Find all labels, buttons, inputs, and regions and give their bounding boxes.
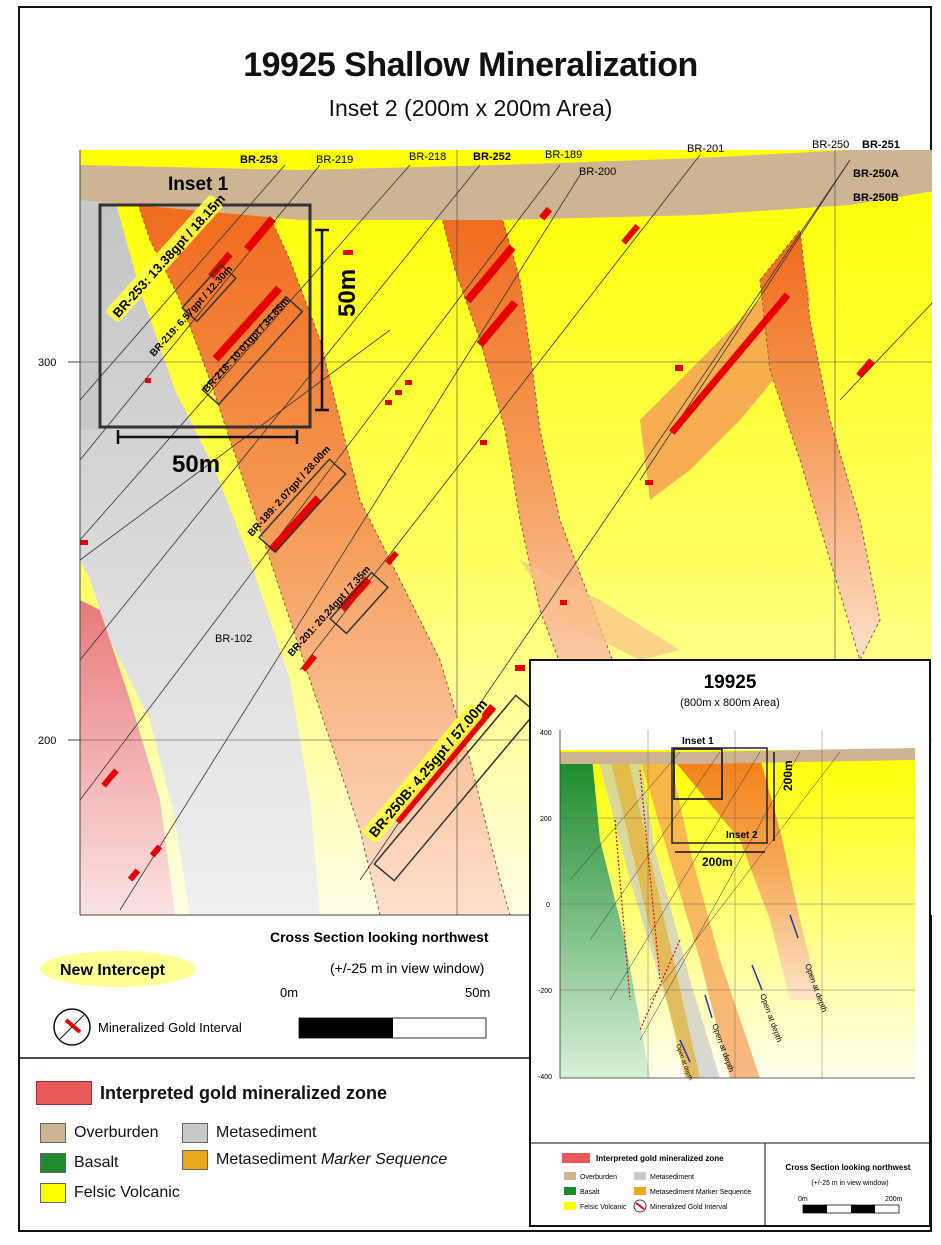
legend-overburden-swatch	[40, 1123, 66, 1143]
hole-label-br253: BR-253	[240, 154, 278, 166]
intercept-box-br189	[257, 458, 347, 554]
legend-basalt: Basalt	[40, 1153, 118, 1173]
scale-vertical-label: 50m	[334, 269, 361, 317]
legend-metasediment: Metasediment	[182, 1123, 317, 1143]
intercept-box-br201	[329, 571, 389, 635]
legend-felsic-swatch	[40, 1183, 66, 1203]
legend-metasediment-swatch	[182, 1123, 208, 1143]
new-intercept-highlight	[40, 951, 196, 987]
hole-label-br251: BR-251	[862, 139, 900, 151]
hole-label-br250: BR-250	[812, 139, 849, 151]
scale-bar-black-segment	[299, 1018, 393, 1038]
intercept-box-br219	[181, 263, 237, 323]
hole-label-br200: BR-200	[579, 166, 616, 178]
scale-horizontal-label: 50m	[172, 451, 220, 478]
hole-label-br250b: BR-250B	[853, 192, 899, 204]
overburden-layer	[80, 150, 932, 220]
new-intercept-label: New Intercept	[60, 962, 166, 979]
orange-light-band	[520, 560, 680, 660]
figure-title: 19925 Shallow Mineralization	[243, 46, 698, 84]
figure-subtitle: Inset 2 (200m x 200m Area)	[328, 95, 613, 121]
hole-label-br102: BR-102	[215, 633, 252, 645]
scale-bar-end: 50m	[465, 985, 490, 1000]
hole-label-br218: BR-218	[409, 151, 446, 163]
hole-label-br201: BR-201	[687, 143, 724, 155]
legend-zone: Interpreted gold mineralized zone	[36, 1081, 387, 1105]
cross-section-window: (+/-25 m in view window)	[330, 960, 484, 976]
depth-label-300: 300	[38, 357, 56, 369]
legend-basalt-swatch	[40, 1153, 66, 1173]
legend-marker: Metasediment Marker Sequence	[182, 1150, 447, 1170]
legend-marker-swatch	[182, 1150, 208, 1170]
mineralized-interval-label: Mineralized Gold Interval	[98, 1020, 242, 1035]
hole-label-br252: BR-252	[473, 151, 511, 163]
orange-mineral-band-4	[759, 228, 881, 662]
intercept-box-br250b	[373, 694, 537, 882]
legend-overburden: Overburden	[40, 1123, 159, 1143]
mineralized-intervals	[80, 206, 875, 882]
hole-label-br250a: BR-250A	[853, 168, 899, 180]
hole-label-br189: BR-189	[545, 149, 582, 161]
intercept-box-br218	[201, 295, 304, 406]
depth-label-200: 200	[38, 735, 56, 747]
metasediment-strip	[80, 200, 100, 430]
legend-felsic: Felsic Volcanic	[40, 1183, 180, 1203]
metasediment-band	[80, 200, 320, 915]
pink-zone	[80, 600, 175, 915]
hole-label-br219: BR-219	[316, 154, 353, 166]
orange-mineral-band-1	[134, 194, 511, 915]
legend-zone-swatch	[36, 1081, 92, 1105]
cross-section-title: Cross Section looking northwest	[270, 929, 489, 945]
scale-bar-start: 0m	[280, 985, 298, 1000]
inset1-label: Inset 1	[168, 174, 229, 195]
